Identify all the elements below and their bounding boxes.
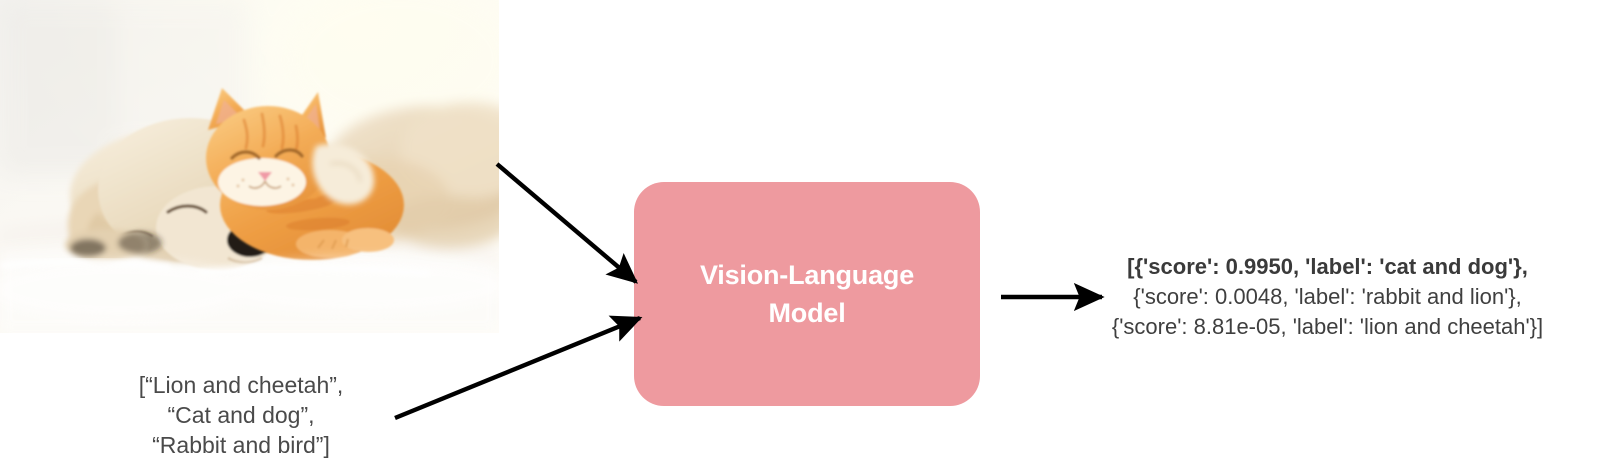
arrow-prompt-to-model — [394, 315, 643, 421]
output-line-2: {'score': 0.0048, 'label': 'rabbit and l… — [1133, 284, 1522, 309]
vision-language-model-box[interactable]: Vision-Language Model — [634, 182, 980, 406]
input-image[interactable] — [0, 0, 499, 333]
model-output-text: [{'score': 0.9950, 'label': 'cat and dog… — [1055, 252, 1600, 342]
output-line-3: {'score': 8.81e-05, 'label': 'lion and c… — [1111, 314, 1544, 339]
candidate-labels-prompt: [“Lion and cheetah”, “Cat and dog”, “Rab… — [138, 372, 344, 458]
model-box-label: Vision-Language Model — [699, 260, 915, 328]
arrow-image-to-model — [495, 162, 639, 284]
puppy-and-kitten-photo — [0, 0, 499, 333]
output-line-1: [{'score': 0.9950, 'label': 'cat and dog… — [1127, 254, 1528, 279]
